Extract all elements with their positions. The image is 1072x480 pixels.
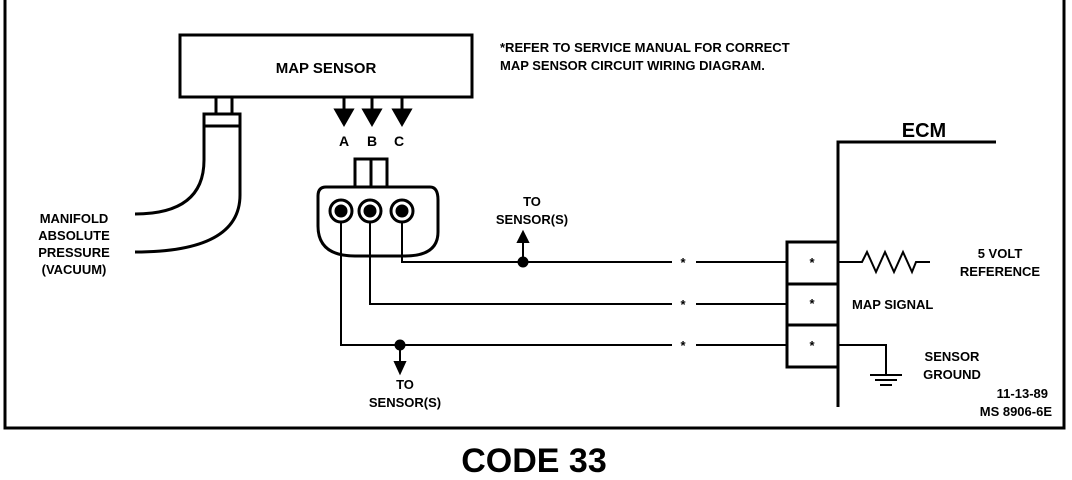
drawing-code-ref: MS 8906-6E <box>980 404 1053 419</box>
wires <box>340 222 786 346</box>
five-volt-line2: REFERENCE <box>960 264 1041 279</box>
note-line1: *REFER TO SERVICE MANUAL FOR CORRECT <box>500 40 790 55</box>
top-splice <box>516 229 530 268</box>
manifold-line2: ABSOLUTE <box>38 228 110 243</box>
harness-connector <box>316 157 440 258</box>
ecm-title: ECM <box>902 120 946 142</box>
to-sensors-top-line2: SENSOR(S) <box>496 212 568 227</box>
ecm-terminals <box>785 240 840 369</box>
ecm-terminal-mark-2: * <box>809 296 815 311</box>
map-signal-label: MAP SIGNAL <box>852 297 933 312</box>
pin-label-c: C <box>394 133 404 149</box>
pin-arrows <box>333 97 413 128</box>
manifold-line1: MANIFOLD <box>40 211 109 226</box>
bottom-splice <box>393 339 407 376</box>
wire-mark-a: * <box>680 338 686 353</box>
map-sensor-box <box>178 33 474 99</box>
pin-label-a: A <box>339 133 349 149</box>
drawing-date: 11-13-89 <box>997 386 1048 401</box>
pin-label-b: B <box>367 133 377 149</box>
manifold-line3: PRESSURE <box>38 245 110 260</box>
to-sensors-top-line1: TO <box>523 194 541 209</box>
wire-mark-b: * <box>680 297 686 312</box>
to-sensors-bottom-line1: TO <box>396 377 414 392</box>
ecm-terminal-mark-3: * <box>809 338 815 353</box>
five-volt-line1: 5 VOLT <box>978 246 1023 261</box>
resistor-icon <box>838 249 930 275</box>
sensor-ground-line2: GROUND <box>923 367 981 382</box>
diagram-caption: CODE 33 <box>461 442 607 480</box>
sensor-ground-line1: SENSOR <box>925 349 981 364</box>
vacuum-hose <box>134 95 242 254</box>
wire-mark-c: * <box>680 255 686 270</box>
map-sensor-title: MAP SENSOR <box>276 60 377 77</box>
to-sensors-bottom-line2: SENSOR(S) <box>369 395 441 410</box>
ecm-terminal-mark-1: * <box>809 255 815 270</box>
note-line2: MAP SENSOR CIRCUIT WIRING DIAGRAM. <box>500 58 765 73</box>
manifold-line4: (VACUUM) <box>42 262 107 277</box>
diagram-border <box>3 0 1066 430</box>
ground-icon <box>838 344 902 386</box>
